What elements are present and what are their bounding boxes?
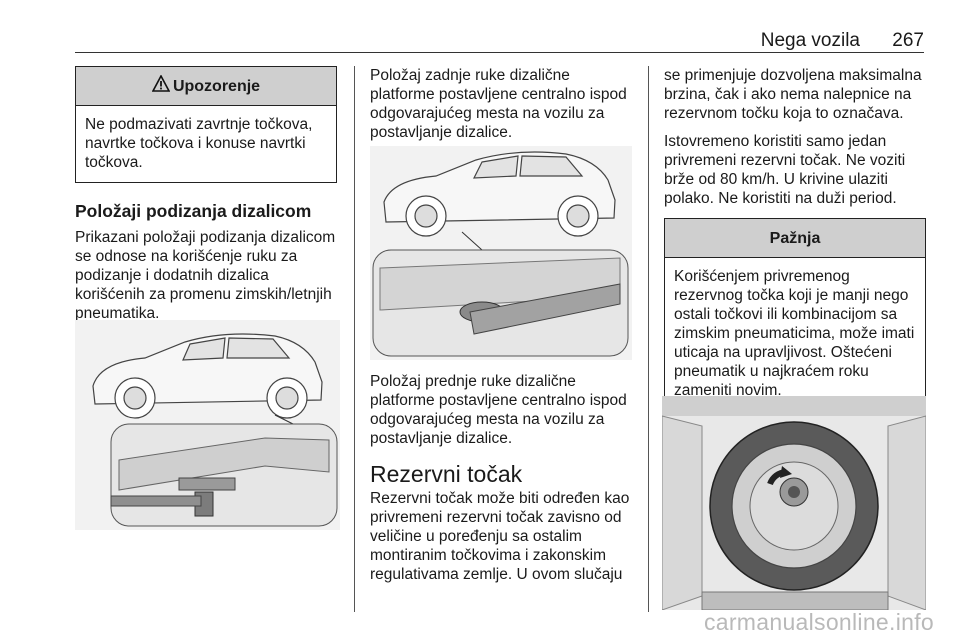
spare-speed-text: se primenjuje dozvoljena maksimalna brzi… <box>664 67 922 122</box>
caution-title: Pažnja <box>769 229 821 247</box>
column-divider <box>648 66 649 612</box>
spare-wheel-text: Rezervni točak može biti određen kao pri… <box>370 490 630 583</box>
warning-title: Upozorenje <box>172 77 261 95</box>
watermark: carmanualsonline.info <box>703 609 934 635</box>
column-divider <box>354 66 355 612</box>
spare-wheel-illustration <box>661 396 927 611</box>
warning-icon <box>151 74 171 97</box>
caution-box: Pažnja Korišćenjem privremenog rezervnog… <box>664 218 926 411</box>
column-3: se primenjuje dozvoljena maksimalna brzi… <box>664 66 928 411</box>
front-jack-caption: Položaj prednje ruke dizalične platforme… <box>370 373 627 447</box>
rear-jack-illustration <box>75 320 340 530</box>
caution-header: Pažnja <box>665 219 925 258</box>
lifting-text: Prikazani položaji podizanja dizalicom s… <box>75 229 336 322</box>
car-side-view <box>383 151 616 237</box>
spare-usage-text: Istovremeno koristiti samo jedan privrem… <box>664 133 906 207</box>
page-number: 267 <box>892 30 924 51</box>
column-2-lower: Položaj prednje ruke dizalične platforme… <box>370 372 634 584</box>
running-header-title: Nega vozila <box>760 30 860 51</box>
section-heading-lifting: Položaji podizanja dizalicom <box>75 201 312 221</box>
column-1: Upozorenje Ne podmazivati zavrtnje točko… <box>75 66 340 323</box>
warning-box: Upozorenje Ne podmazivati zavrtnje točko… <box>75 66 337 183</box>
warning-text: Ne podmazivati zavrtnje točkova, navrtke… <box>85 116 313 171</box>
front-jack-illustration <box>370 146 632 360</box>
car-side-view <box>92 333 323 419</box>
section-heading-spare-wheel: Rezervni točak <box>370 461 523 487</box>
caution-text: Korišćenjem privremenog rezervnog točka … <box>674 268 915 399</box>
header-rule <box>75 52 924 53</box>
warning-header: Upozorenje <box>76 67 336 106</box>
rear-jack-caption: Položaj zadnje ruke dizalične platforme … <box>370 67 627 141</box>
column-2: Položaj zadnje ruke dizalične platforme … <box>370 66 634 142</box>
